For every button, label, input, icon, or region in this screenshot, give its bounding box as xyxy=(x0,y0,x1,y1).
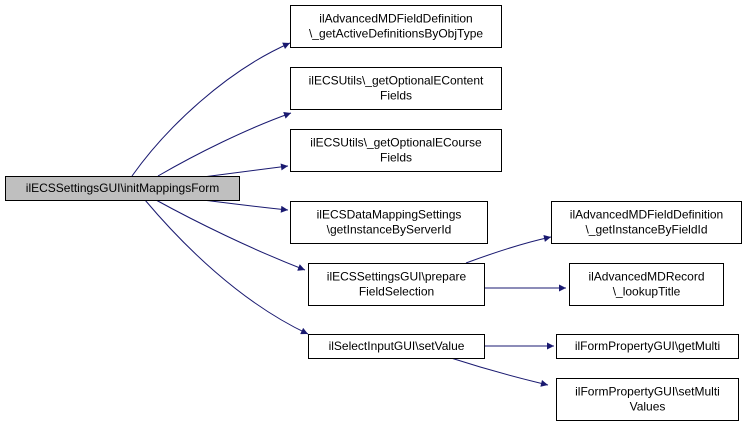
function-node-n9[interactable]: ilFormPropertyGUI\getMulti xyxy=(556,334,739,359)
edge-root-n4 xyxy=(202,199,289,213)
node-label-line: ilFormPropertyGUI\setMulti xyxy=(575,385,720,399)
edge-root-n5 xyxy=(155,199,306,271)
node-label-line: ilAdvancedMDFieldDefinition xyxy=(319,12,472,26)
node-label-line: ilECSUtils\_getOptionalECourse xyxy=(310,136,482,150)
node-box xyxy=(290,129,502,172)
node-box xyxy=(556,334,739,359)
edge-root-n1 xyxy=(131,42,291,177)
node-label-line: FieldSelection xyxy=(359,285,434,299)
node-label-line: ilAdvancedMDFieldDefinition xyxy=(570,208,723,222)
edge-n6-n10 xyxy=(450,357,549,387)
node-label-line: ilECSDataMappingSettings xyxy=(317,208,462,222)
node-box xyxy=(5,176,240,201)
function-node-n4[interactable]: ilECSDataMappingSettings\getInstanceBySe… xyxy=(290,201,488,244)
edge-root-n3 xyxy=(202,163,289,178)
node-label-line: \_getActiveDefinitionsByObjType xyxy=(309,27,483,41)
function-node-n6[interactable]: ilSelectInputGUI\setValue xyxy=(308,334,485,359)
node-box xyxy=(308,263,485,306)
node-label-line: ilSelectInputGUI\setValue xyxy=(329,339,465,353)
node-label-line: \_lookupTitle xyxy=(613,285,681,299)
node-box xyxy=(290,201,488,244)
node-label-line: Values xyxy=(630,400,666,414)
node-box xyxy=(551,201,742,244)
node-label-line: ilAdvancedMDRecord xyxy=(588,270,704,284)
root-node[interactable]: ilECSSettingsGUI\initMappingsForm xyxy=(5,176,240,201)
function-node-n1[interactable]: ilAdvancedMDFieldDefinition\_getActiveDe… xyxy=(290,5,502,48)
function-node-n7[interactable]: ilAdvancedMDFieldDefinition\_getInstance… xyxy=(551,201,742,244)
node-label-line: \getInstanceByServerId xyxy=(327,223,452,237)
node-label-line: ilECSSettingsGUI\initMappingsForm xyxy=(26,181,219,195)
node-label-line: Fields xyxy=(380,89,412,103)
edge-root-n6 xyxy=(144,199,309,335)
node-box xyxy=(308,334,485,359)
node-box xyxy=(290,5,502,48)
edge-n5-n7 xyxy=(465,235,552,264)
edge-root-n2 xyxy=(157,112,292,177)
node-label-line: \_getInstanceByFieldId xyxy=(585,223,707,237)
node-box xyxy=(290,67,502,110)
node-label-line: Fields xyxy=(380,151,412,165)
node-box xyxy=(569,263,724,306)
node-label-line: ilECSUtils\_getOptionalEContent xyxy=(309,74,484,88)
nodes-layer: ilECSSettingsGUI\initMappingsForm ilAdvan… xyxy=(5,5,742,421)
node-box xyxy=(556,378,739,421)
node-label-line: ilFormPropertyGUI\getMulti xyxy=(575,339,720,353)
node-label-line: ilECSSettingsGUI\prepare xyxy=(327,270,467,284)
function-node-n8[interactable]: ilAdvancedMDRecord\_lookupTitle xyxy=(569,263,724,306)
